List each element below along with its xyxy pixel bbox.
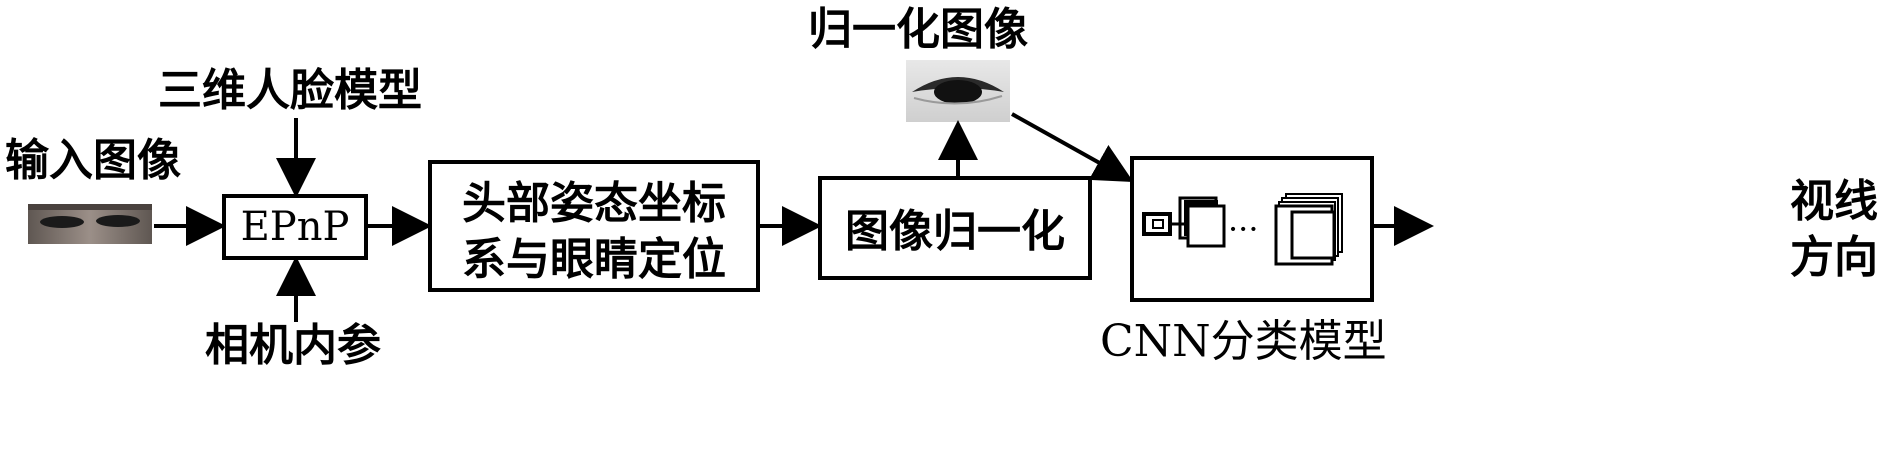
input-image-label: 输入图像 [5,135,181,186]
cnn-box [1130,156,1374,302]
normalized-eye-image [906,60,1010,122]
head-pose-line2: 系与眼睛定位 [462,234,726,285]
camera-intrinsics-label: 相机内参 [205,320,381,371]
normalized-image-label: 归一化图像 [808,4,1028,55]
gaze-direction-line2: 方向 [1790,232,1878,283]
input-eye-image [28,204,152,244]
image-normalization-label: 图像归一化 [845,206,1065,257]
face-model-label: 三维人脸模型 [158,65,422,116]
epnp-label: EPnP [241,204,350,250]
head-pose-line1: 头部姿态坐标 [462,178,726,229]
gaze-direction-line1: 视线 [1790,176,1878,227]
arrow-image-to-cnn [1011,112,1134,182]
cnn-ellipsis: ··· [1228,210,1259,248]
cnn-model-label: CNN分类模型 [1100,316,1387,367]
cnn-small-layer-icon [1142,196,1226,248]
cnn-large-layer-icon [1274,193,1343,266]
